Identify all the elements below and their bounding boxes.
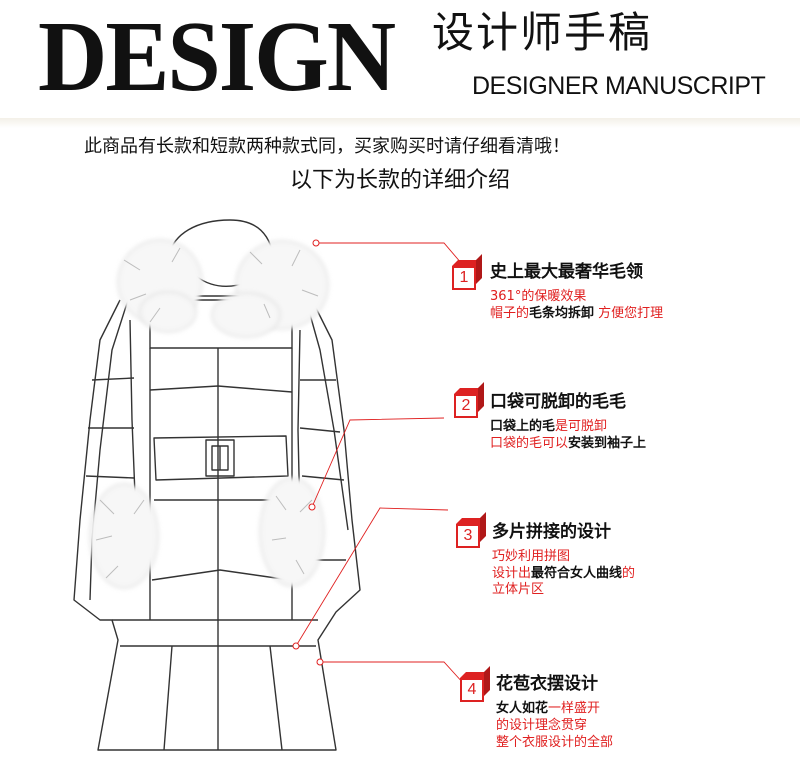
- feature-line: 设计出最符合女人曲线的: [492, 566, 635, 582]
- feature-title: 花苞衣摆设计: [496, 674, 598, 694]
- header-title-en: DESIGNER MANUSCRIPT: [472, 72, 766, 100]
- feature-text-red: 方便您打理: [594, 306, 664, 321]
- feature-number-badge: 2: [454, 394, 478, 418]
- feature-text-black: 最符合女人曲线: [531, 566, 623, 581]
- feature-line: 整个衣服设计的全部: [496, 735, 614, 750]
- feature-number-badge: 1: [452, 266, 476, 290]
- feature-title: 多片拼接的设计: [492, 522, 611, 542]
- feature-number-badge: 4: [460, 678, 484, 702]
- feature-text-black: 毛条均拆卸: [529, 306, 595, 321]
- feature-text-red: 设计出: [492, 566, 532, 581]
- feature-line: 立体片区: [492, 582, 545, 597]
- feature-text-red: 的: [622, 566, 636, 581]
- callout-dots: [292, 239, 324, 666]
- header-divider: [0, 118, 800, 128]
- feature-text-black: 口袋上的毛: [490, 419, 556, 434]
- feature-line: 的设计理念贯穿: [496, 718, 588, 733]
- feature-text-red: 一样盛开: [548, 701, 601, 716]
- feature-number-badge: 3: [456, 524, 480, 548]
- fur-pockets: [89, 477, 325, 589]
- header-design-word: DESIGN: [38, 0, 396, 113]
- feature-text-black: 女人如花: [496, 701, 549, 716]
- feature-line: 口袋的毛可以安装到袖子上: [490, 436, 646, 452]
- feature-line: 女人如花一样盛开: [496, 701, 600, 717]
- header-title-cn: 设计师手稿: [432, 8, 653, 57]
- fur-collar: [117, 239, 329, 338]
- feature-title: 史上最大最奢华毛领: [490, 262, 643, 282]
- feature-line: 361°的保暖效果: [490, 289, 587, 304]
- feature-text-black: 安装到袖子上: [568, 436, 647, 451]
- fur-collar-strands: [123, 247, 319, 323]
- style-notice: 此商品有长款和短款两种款式同，买家购买时请仔细看清哦！: [84, 136, 570, 157]
- feature-text-red: 是可脱卸: [555, 419, 608, 434]
- feature-line: 巧妙利用拼图: [492, 549, 571, 564]
- feature-text-red: 帽子的: [490, 306, 530, 321]
- feature-line: 帽子的毛条均拆卸 方便您打理: [490, 306, 663, 322]
- fur-pocket-strands: [95, 495, 313, 579]
- feature-text-red: 口袋的毛可以: [490, 436, 569, 451]
- callout-lines: [295, 242, 465, 685]
- feature-line: 口袋上的毛是可脱卸: [490, 419, 607, 435]
- section-subtitle: 以下为长款的详细介绍: [289, 168, 510, 193]
- feature-title: 口袋可脱卸的毛毛: [490, 392, 626, 412]
